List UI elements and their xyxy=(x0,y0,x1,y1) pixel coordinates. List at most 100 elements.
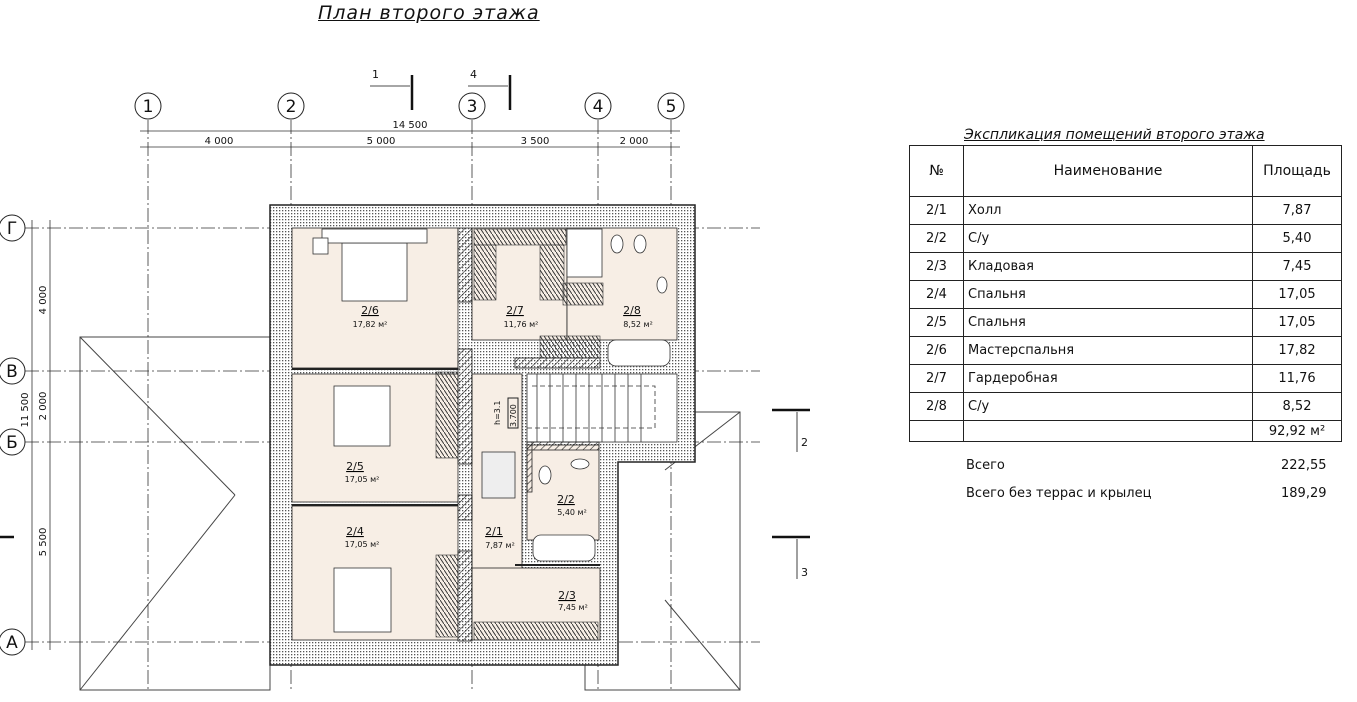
room-number: 2/3 xyxy=(558,589,576,602)
dim-span: 5 500 xyxy=(38,528,49,557)
axis-label-2: 2 xyxy=(286,97,297,117)
section-marks xyxy=(0,75,810,539)
room-number: 2/2 xyxy=(557,493,575,506)
wall-lines xyxy=(292,368,600,566)
axis-label-a: А xyxy=(6,633,18,653)
cell-area: 5,40 xyxy=(1252,224,1342,253)
staircase xyxy=(526,373,678,443)
section-label: 3 xyxy=(801,566,808,579)
bathtub xyxy=(607,339,671,367)
room-number: 2/5 xyxy=(346,460,364,473)
axis-label-g: Г xyxy=(7,219,17,239)
bed xyxy=(333,567,392,633)
drawing-title: План второго этажа xyxy=(318,2,540,24)
table-header-row: № Наименование Площадь xyxy=(909,145,1342,197)
cell-name: Спальня xyxy=(963,308,1253,337)
room-number: 2/8 xyxy=(623,304,641,317)
sink xyxy=(570,458,590,470)
cell-name: Холл xyxy=(963,196,1253,225)
toilet xyxy=(633,234,647,254)
roof-left xyxy=(79,336,271,691)
bed xyxy=(333,385,391,447)
cell-area: 17,82 xyxy=(1252,336,1342,365)
summary-value: 222,55 xyxy=(1281,458,1327,473)
room-area: 17,05 м² xyxy=(345,475,380,484)
cell-name: С/у xyxy=(963,224,1253,253)
cell-name: Мастерспальня xyxy=(963,336,1253,365)
dim-span: 2 000 xyxy=(620,136,649,147)
room-number: 2/4 xyxy=(346,525,364,538)
room-area: 17,82 м² xyxy=(353,320,388,329)
dim-total-width: 14 500 xyxy=(393,120,428,131)
axis-label-b: Б xyxy=(6,433,18,453)
shower xyxy=(566,228,603,278)
bed xyxy=(341,242,408,302)
bathtub xyxy=(532,534,596,562)
explication-title: Экспликация помещений второго этажа xyxy=(964,127,1265,143)
cell-name: Спальня xyxy=(963,280,1253,309)
cell-no: 2/4 xyxy=(909,280,964,309)
room-area: 5,40 м² xyxy=(557,508,587,517)
room-number: 2/7 xyxy=(506,304,524,317)
floor-plan: 1 2 3 4 5 Г В Б А 14 500 4 000 5 000 3 5… xyxy=(0,68,810,691)
cell-area: 17,05 xyxy=(1252,280,1342,309)
dim-total-depth: 11 500 xyxy=(20,393,31,428)
cell-area: 17,05 xyxy=(1252,308,1342,337)
sink xyxy=(656,276,668,294)
axis-markers xyxy=(0,92,685,656)
cell-name: Кладовая xyxy=(963,252,1253,281)
room-number: 2/6 xyxy=(361,304,379,317)
table-total-row: 92,92 м² xyxy=(909,420,1342,442)
summary-value: 189,29 xyxy=(1281,486,1327,501)
column-header: Площадь xyxy=(1252,145,1342,197)
dim-span: 4 000 xyxy=(38,286,49,315)
stair-height: h=3.1 xyxy=(493,401,502,426)
toilet xyxy=(538,465,552,485)
cell-no: 2/5 xyxy=(909,308,964,337)
room-area: 11,76 м² xyxy=(504,320,539,329)
furniture xyxy=(312,228,671,633)
section-label: 2 xyxy=(801,436,808,449)
room-area: 7,45 м² xyxy=(558,603,588,612)
axis-label-3: 3 xyxy=(467,97,478,117)
section-label: 1 xyxy=(372,68,379,81)
cell-no: 2/2 xyxy=(909,224,964,253)
dim-span: 4 000 xyxy=(205,136,234,147)
room-area: 7,87 м² xyxy=(485,541,515,550)
cell-no: 2/3 xyxy=(909,252,964,281)
summary-label: Всего без террас и крылец xyxy=(966,486,1152,501)
summary-label: Всего xyxy=(966,458,1005,473)
axis-label-4: 4 xyxy=(593,97,604,117)
column-header: Наименование xyxy=(963,145,1253,197)
dim-span: 3 500 xyxy=(521,136,550,147)
cell-no: 2/8 xyxy=(909,392,964,421)
section-label: 4 xyxy=(470,68,477,81)
cell-name: Гардеробная xyxy=(963,364,1253,393)
room-area: 17,05 м² xyxy=(345,540,380,549)
axis-label-5: 5 xyxy=(666,97,677,117)
axis-label-1: 1 xyxy=(143,97,154,117)
room-area: 8,52 м² xyxy=(623,320,653,329)
wardrobes xyxy=(435,228,604,641)
column-header: № xyxy=(909,145,964,197)
total-area: 92,92 м² xyxy=(1252,420,1342,442)
cell-area: 8,52 xyxy=(1252,392,1342,421)
cell-area: 7,45 xyxy=(1252,252,1342,281)
room-number: 2/1 xyxy=(485,525,503,538)
dimension-lines xyxy=(31,130,680,650)
dim-span: 5 000 xyxy=(367,136,396,147)
toilet xyxy=(610,234,624,254)
cell-area: 7,87 xyxy=(1252,196,1342,225)
dim-span: 2 000 xyxy=(38,392,49,421)
axis-label-v: В xyxy=(6,362,18,382)
cell-no: 2/6 xyxy=(909,336,964,365)
cell-area: 11,76 xyxy=(1252,364,1342,393)
